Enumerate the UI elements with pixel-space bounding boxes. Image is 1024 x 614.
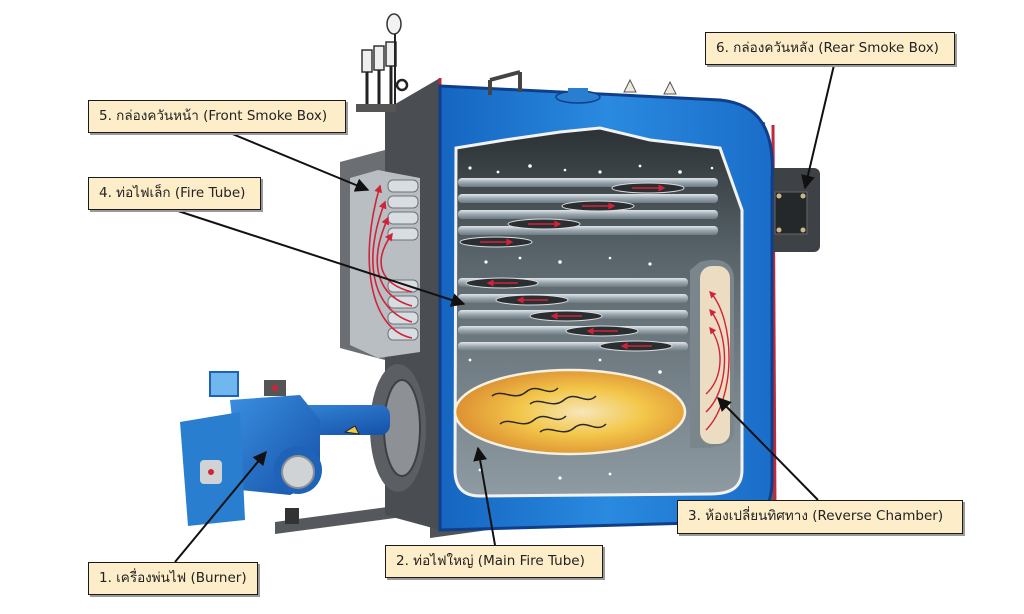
burner [180, 371, 390, 526]
pointer-5 [229, 132, 370, 192]
main-fire-tube [453, 368, 687, 456]
water-bubbles [468, 164, 714, 480]
pointer-4 [174, 209, 466, 307]
callout-label: 6. กล่องควันหลัง (Rear Smoke Box) [716, 39, 939, 56]
fire-tubes [458, 178, 718, 352]
callout-label: 5. กล่องควันหน้า (Front Smoke Box) [99, 107, 328, 124]
pointer-2 [473, 446, 496, 546]
callout-label: 3. ห้องเปลี่ยนทิศทาง (Reverse Chamber) [688, 508, 944, 525]
callout-label: 4. ท่อไฟเล็ก (Fire Tube) [99, 184, 246, 201]
callout-rear-smoke-box: 6. กล่องควันหลัง (Rear Smoke Box) [705, 32, 955, 65]
callout-fire-tube: 4. ท่อไฟเล็ก (Fire Tube) [88, 177, 261, 210]
reverse-chamber [690, 259, 734, 448]
gauge-assembly [356, 13, 409, 112]
callout-burner: 1. เครื่องพ่นไฟ (Burner) [88, 562, 258, 595]
pointer-1 [174, 450, 267, 563]
callout-reverse-chamber: 3. ห้องเปลี่ยนทิศทาง (Reverse Chamber) [677, 500, 963, 534]
pointer-lines [174, 64, 835, 563]
pointer-3 [717, 397, 819, 501]
callout-label: 2. ท่อไฟใหญ่ (Main Fire Tube) [396, 552, 585, 569]
burner-flange [370, 364, 426, 492]
front-smoke-box [340, 150, 420, 360]
callout-main-fire-tube: 2. ท่อไฟใหญ่ (Main Fire Tube) [385, 545, 603, 578]
rear-smoke-box [768, 168, 820, 252]
callout-label: 1. เครื่องพ่นไฟ (Burner) [99, 569, 247, 586]
callout-front-smoke-box: 5. กล่องควันหน้า (Front Smoke Box) [88, 100, 346, 133]
pointer-6 [801, 64, 835, 190]
